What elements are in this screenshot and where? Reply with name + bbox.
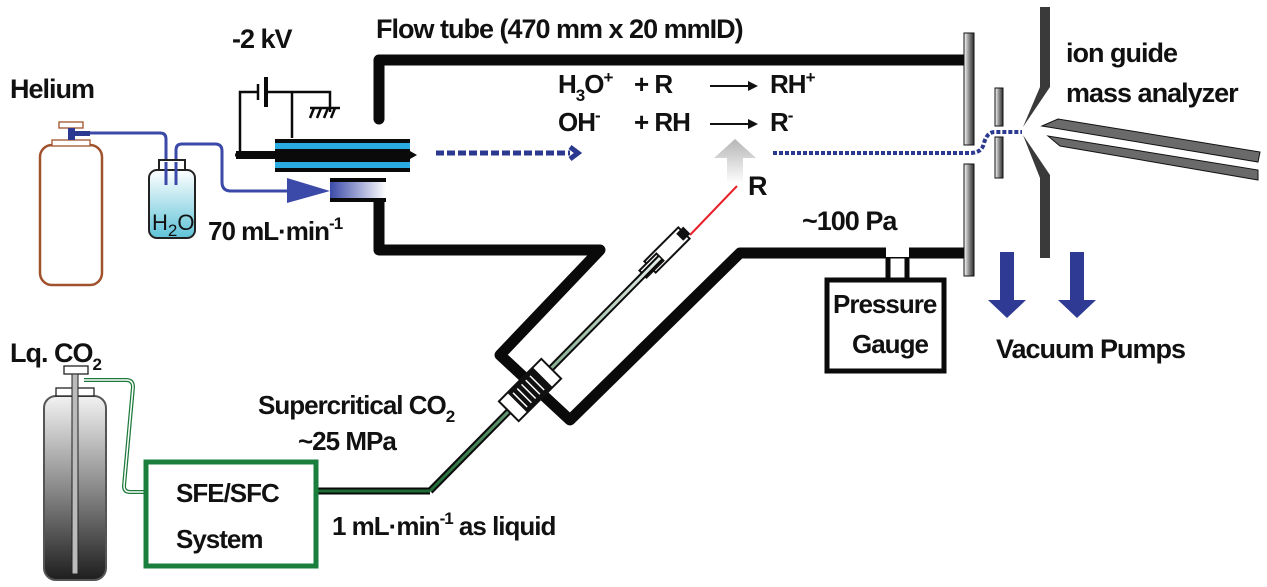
reaction-1-partner: + R [634, 69, 673, 99]
reaction-arrow-icon [710, 81, 758, 129]
skimmer-upper [994, 87, 1004, 127]
supercritical-pressure-label: ~25 MPa [298, 426, 397, 456]
voltage-label: -2 kV [232, 24, 293, 54]
gauge-opening [886, 247, 909, 257]
helium-flow-rate: 70 mL·min-1 [208, 214, 343, 246]
orifice-plate-lower [963, 163, 975, 277]
skimmer-lower [994, 136, 1004, 179]
ionization-needle [235, 139, 417, 172]
co2-cylinder [43, 365, 107, 581]
water-label: H2O [152, 210, 194, 240]
water-bottle [148, 159, 196, 239]
reaction-2-reactant: OH- [558, 106, 600, 137]
pressure-label: ~100 Pa [802, 206, 898, 236]
reaction-2-product: R- [770, 106, 793, 137]
vacuum-pump-arrow-icon [988, 252, 1096, 318]
supercritical-co2-label: Supercritical CO2 [258, 390, 455, 426]
reaction-1-reactant: H3O+ [558, 68, 613, 105]
vacuum-pumps-label: Vacuum Pumps [996, 334, 1185, 364]
helium-line-to-tube [174, 142, 300, 193]
system-label: System [176, 524, 263, 554]
reaction-1-product: RH+ [770, 68, 816, 99]
helium-label: Helium [10, 74, 94, 104]
co2-supply-line-inner [84, 379, 146, 493]
ion-guide-cone-upper [1023, 7, 1050, 127]
mass-analyzer-rod-lower [1046, 135, 1259, 181]
orifice-plate-upper [963, 32, 975, 146]
flow-arrow-icon [287, 178, 330, 203]
reaction-2-partner: + RH [634, 107, 690, 137]
co2-flow-rate: 1 mL·min-1 as liquid [332, 509, 556, 541]
ion-path-arrowhead [568, 145, 583, 161]
ion-path-right [773, 130, 1022, 155]
helium-cylinder [38, 121, 104, 287]
reagent-label: R [748, 171, 767, 201]
pressure-gauge-label-2: Gauge [852, 329, 928, 359]
ion-guide-cone-lower [1023, 135, 1050, 258]
reagent-up-arrow-icon [714, 139, 756, 184]
laser-beam [689, 185, 738, 236]
tube-fitting [497, 357, 563, 423]
flow-tube-body [373, 54, 970, 426]
mass-analyzer-rod-upper [1040, 118, 1261, 163]
reaction-equations: H3O+ + R RH+ OH- + RH R- [558, 68, 817, 137]
helium-inlet [330, 178, 386, 202]
sfe-sfc-label: SFE/SFC [176, 478, 280, 508]
high-voltage-circuit [238, 77, 332, 154]
pressure-gauge-label-1: Pressure [833, 289, 937, 319]
ground-icon [308, 106, 340, 119]
ion-guide-label: ion guide [1066, 38, 1178, 68]
flow-tube-title: Flow tube (470 mm x 20 mmID) [376, 14, 743, 44]
mass-analyzer-label: mass analyzer [1066, 78, 1239, 108]
sfe-sfc-system-box [143, 459, 319, 569]
lq-co2-label: Lq. CO2 [10, 338, 102, 374]
helium-line [90, 131, 168, 185]
pressure-gauge-box [824, 277, 947, 374]
